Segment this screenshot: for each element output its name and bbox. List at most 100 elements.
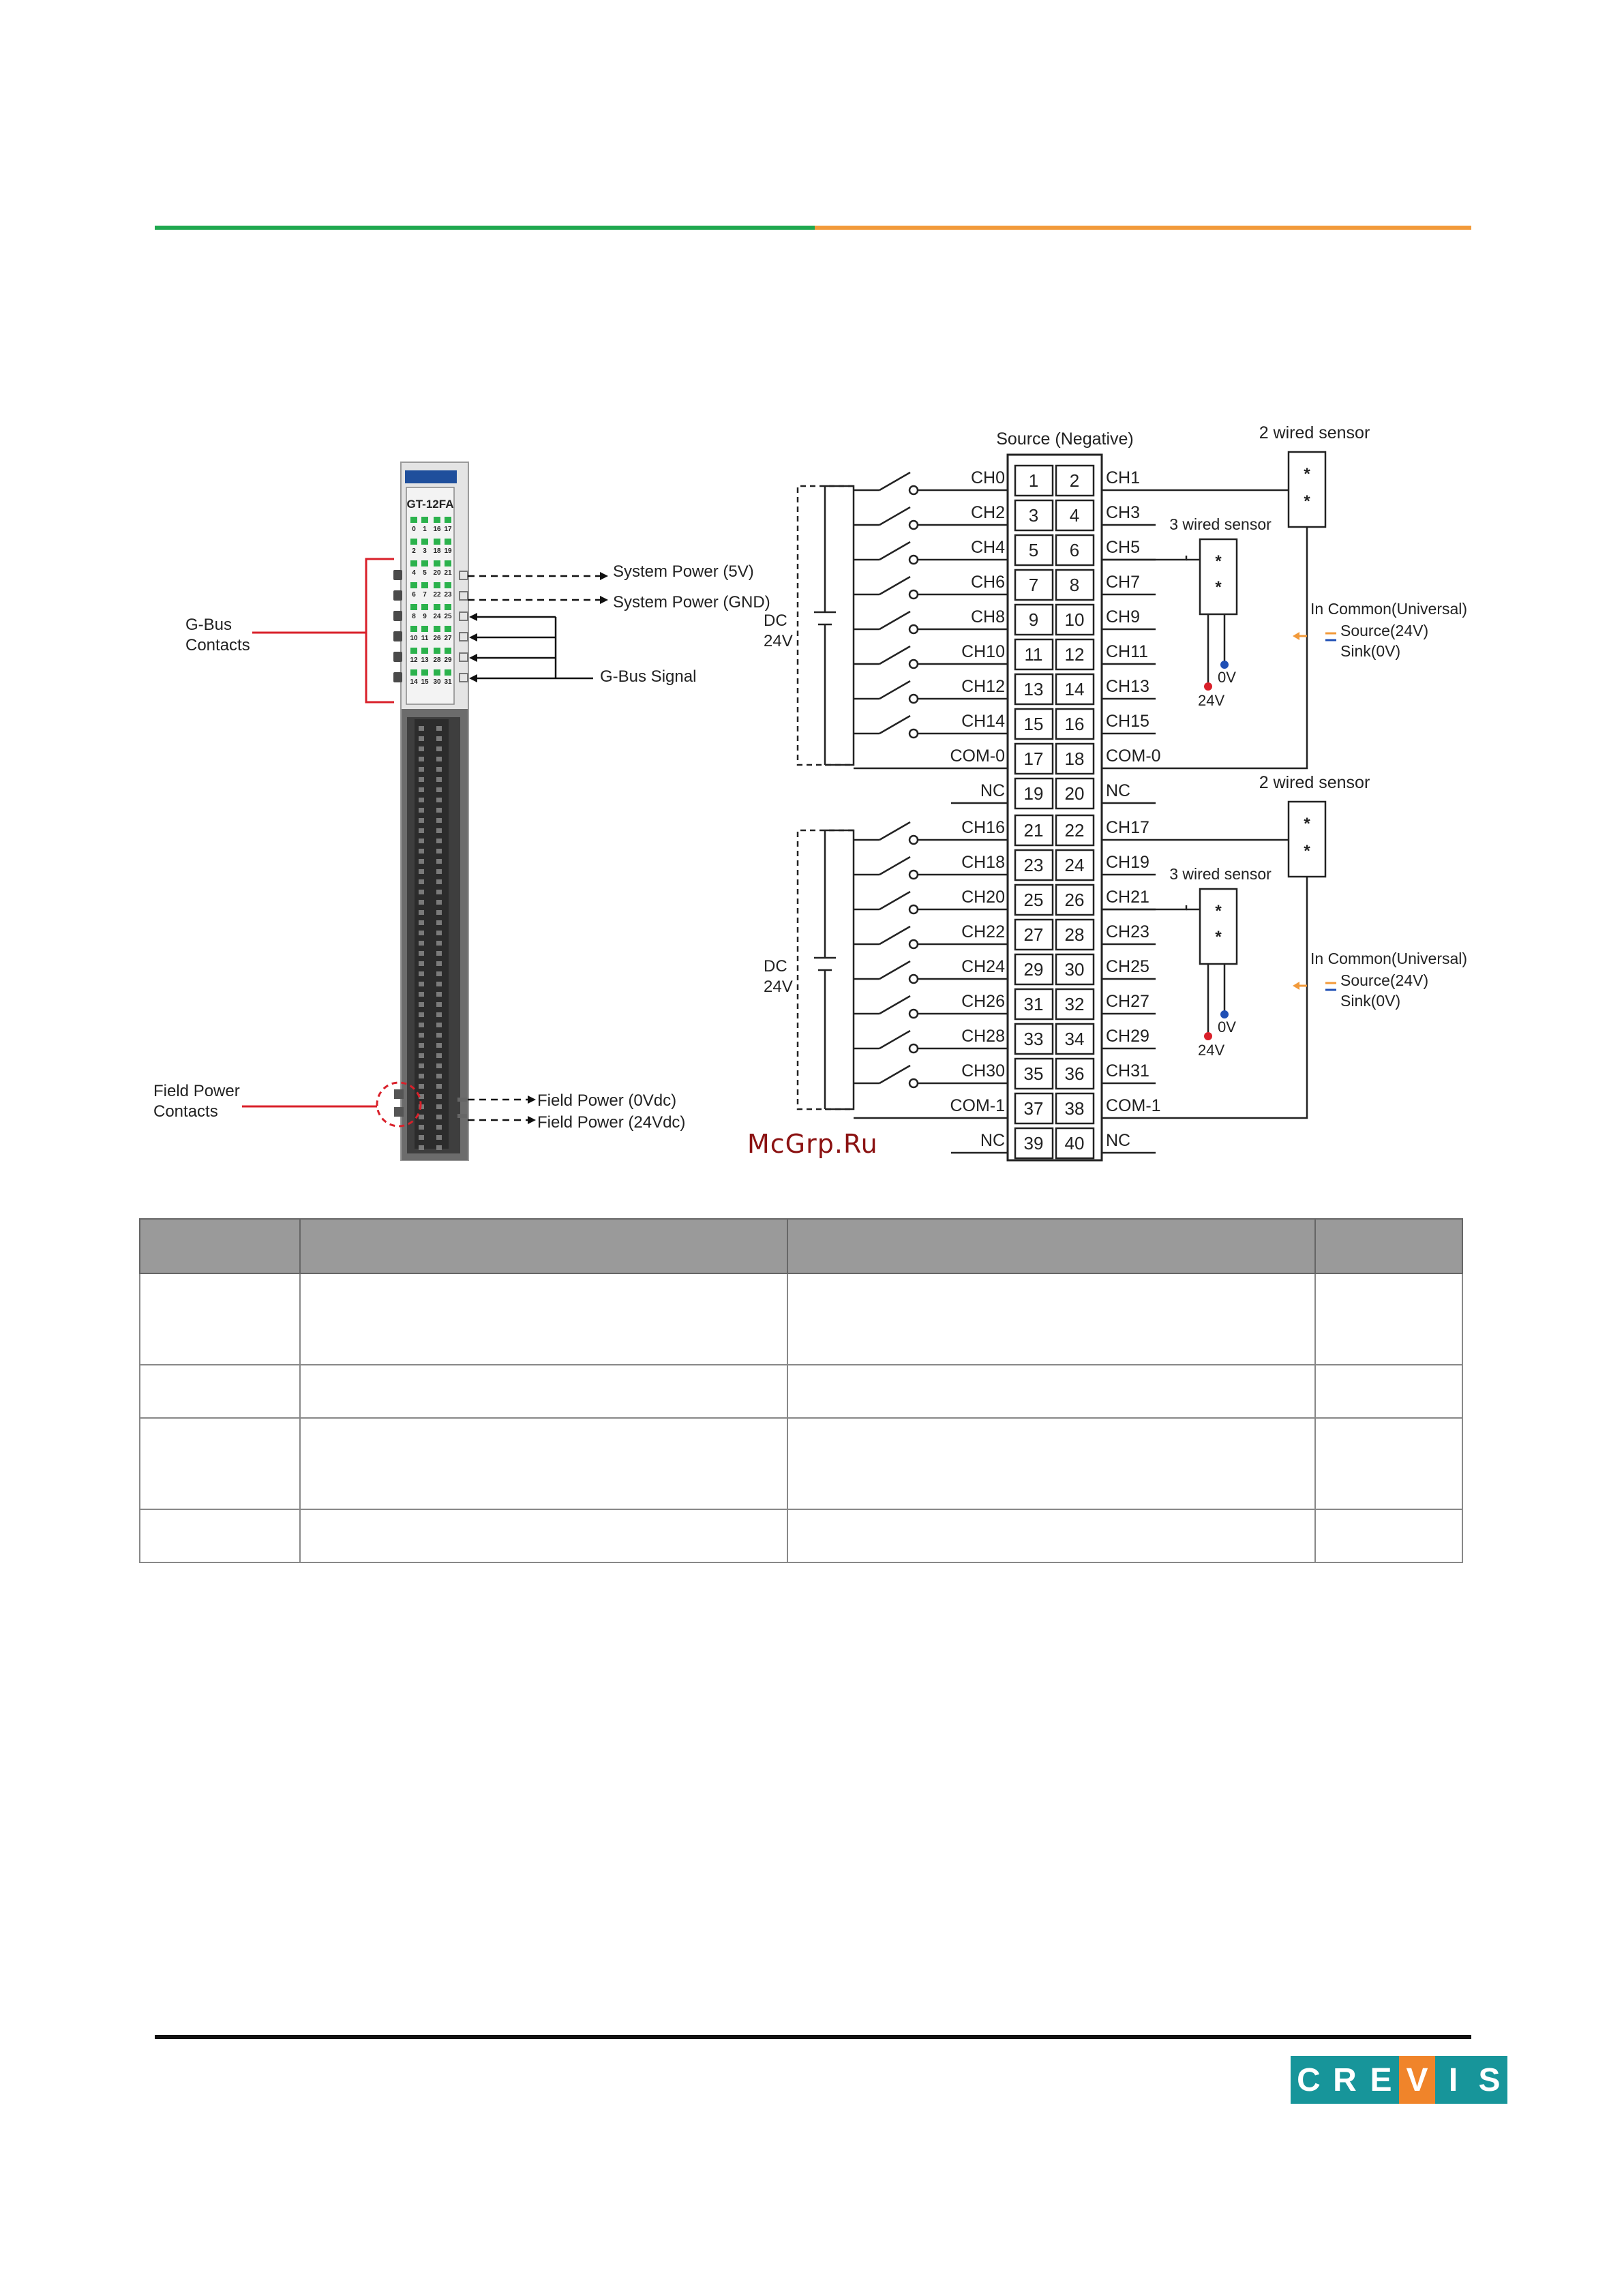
gbus-signal-arrows (469, 613, 593, 682)
sink-0v-label: Sink(0V) (1340, 992, 1400, 1010)
header-rule-green (155, 226, 815, 230)
table-cell (139, 1509, 301, 1563)
gbus-pin (393, 570, 402, 580)
table-cell (1314, 1273, 1463, 1365)
led-indicator (410, 669, 417, 676)
table-header-row (139, 1218, 1463, 1274)
gbus-socket (459, 652, 468, 662)
right-channel-label: CH9 (1106, 607, 1140, 626)
terminal-number: 6 (1070, 540, 1079, 560)
table-row (139, 1509, 1463, 1563)
terminal-number: 18 (1065, 749, 1085, 769)
dc-label-top-2: 24V (764, 632, 793, 650)
gbus-contacts-label-2: Contacts (185, 636, 250, 654)
in-common-label: In Common(Universal) (1310, 600, 1467, 618)
sensor-mark: * (1304, 842, 1310, 860)
field-power-0v-label: Field Power (0Vdc) (537, 1091, 676, 1110)
right-channel-label: NC (1106, 781, 1130, 800)
table-header-cell (139, 1218, 301, 1274)
gbus-pin (393, 590, 402, 601)
led-indicator (410, 560, 417, 567)
led-indicator (421, 669, 428, 676)
right-channel-label: CH11 (1106, 642, 1148, 661)
table-cell (139, 1417, 301, 1510)
left-channel-label: CH18 (961, 853, 1005, 872)
table-row (139, 1364, 1463, 1419)
logo-letter: S (1471, 2056, 1507, 2104)
two-wired-sensor (1287, 451, 1327, 528)
right-channel-label: CH7 (1106, 573, 1140, 592)
field-power-contacts-label-2: Contacts (153, 1102, 218, 1121)
led-indicator (421, 604, 428, 610)
gbus-contact-pins (393, 570, 402, 682)
left-channel-label: CH10 (961, 642, 1005, 661)
system-power-gnd-label: System Power (GND) (613, 593, 770, 611)
field-power-24v-label: Field Power (24Vdc) (537, 1113, 685, 1132)
led-indicator (445, 517, 451, 523)
dc-supply-bottom (796, 829, 855, 1111)
led-number: 6 (412, 591, 416, 599)
logo-letter: R (1327, 2056, 1363, 2104)
terminal-number: 13 (1024, 679, 1044, 699)
terminal-number: 11 (1025, 644, 1043, 665)
terminal-number: 29 (1024, 959, 1044, 980)
two-wired-sensor-label: 2 wired sensor (1259, 773, 1370, 792)
terminal-number: 14 (1065, 679, 1085, 699)
gbus-pin (393, 611, 402, 621)
led-indicator (421, 517, 428, 523)
led-number: 30 (433, 678, 441, 686)
terminal-number: 22 (1065, 820, 1085, 841)
table-cell (787, 1273, 1316, 1365)
left-com-label: COM-1 (950, 1096, 1005, 1115)
terminal-number: 36 (1065, 1063, 1085, 1084)
dc-label-bottom-2: 24V (764, 978, 793, 996)
led-number: 21 (444, 569, 452, 577)
table-cell (299, 1364, 788, 1419)
left-channel-label: CH24 (961, 957, 1005, 976)
table-cell (299, 1509, 788, 1563)
led-indicator (434, 669, 440, 676)
led-indicator (421, 539, 428, 545)
terminal-number: 4 (1070, 505, 1079, 526)
sensor-mark: * (1304, 492, 1310, 511)
table-header-cell (787, 1218, 1316, 1274)
led-indicator (445, 626, 451, 632)
terminal-24v-dot (1204, 1032, 1212, 1040)
terminal-number: 19 (1024, 783, 1044, 804)
led-number: 19 (444, 547, 452, 555)
dc-supply-top (796, 485, 855, 766)
terminal-number: 40 (1065, 1133, 1085, 1153)
led-number: 2 (412, 547, 416, 555)
in-common-label: In Common(Universal) (1310, 950, 1467, 967)
terminal-number: 1 (1029, 470, 1038, 491)
logo-letter: V (1399, 2056, 1435, 2104)
terminal-24v-dot (1204, 682, 1212, 691)
left-channel-label: CH28 (961, 1027, 1005, 1046)
dc-label-bottom-1: DC (764, 957, 787, 976)
led-number: 27 (444, 635, 452, 642)
zero-volt-label: 0V (1218, 1018, 1236, 1036)
led-indicator (410, 582, 417, 588)
led-number: 13 (421, 656, 429, 664)
right-channel-label: COM-0 (1106, 746, 1161, 766)
gbus-pin (393, 672, 402, 682)
terminal-number: 34 (1065, 1029, 1085, 1049)
gbus-socket (459, 673, 468, 682)
terminal-number: 5 (1029, 540, 1038, 560)
left-channel-label: CH8 (971, 607, 1005, 626)
led-number: 25 (444, 613, 452, 620)
right-channel-label: CH23 (1106, 922, 1149, 941)
table-header-cell (1314, 1218, 1463, 1274)
left-nc-label: NC (980, 1131, 1005, 1150)
logo-letter: I (1435, 2056, 1471, 2104)
terminal-number: 25 (1024, 890, 1044, 910)
gbus-socket (459, 632, 468, 641)
led-indicator (445, 669, 451, 676)
led-number: 8 (412, 613, 416, 620)
module-name: GT-12FA (407, 498, 454, 511)
zero-volt-label: 0V (1218, 669, 1236, 686)
table-cell (1314, 1364, 1463, 1419)
led-number: 10 (410, 635, 418, 642)
table-cell (787, 1364, 1316, 1419)
